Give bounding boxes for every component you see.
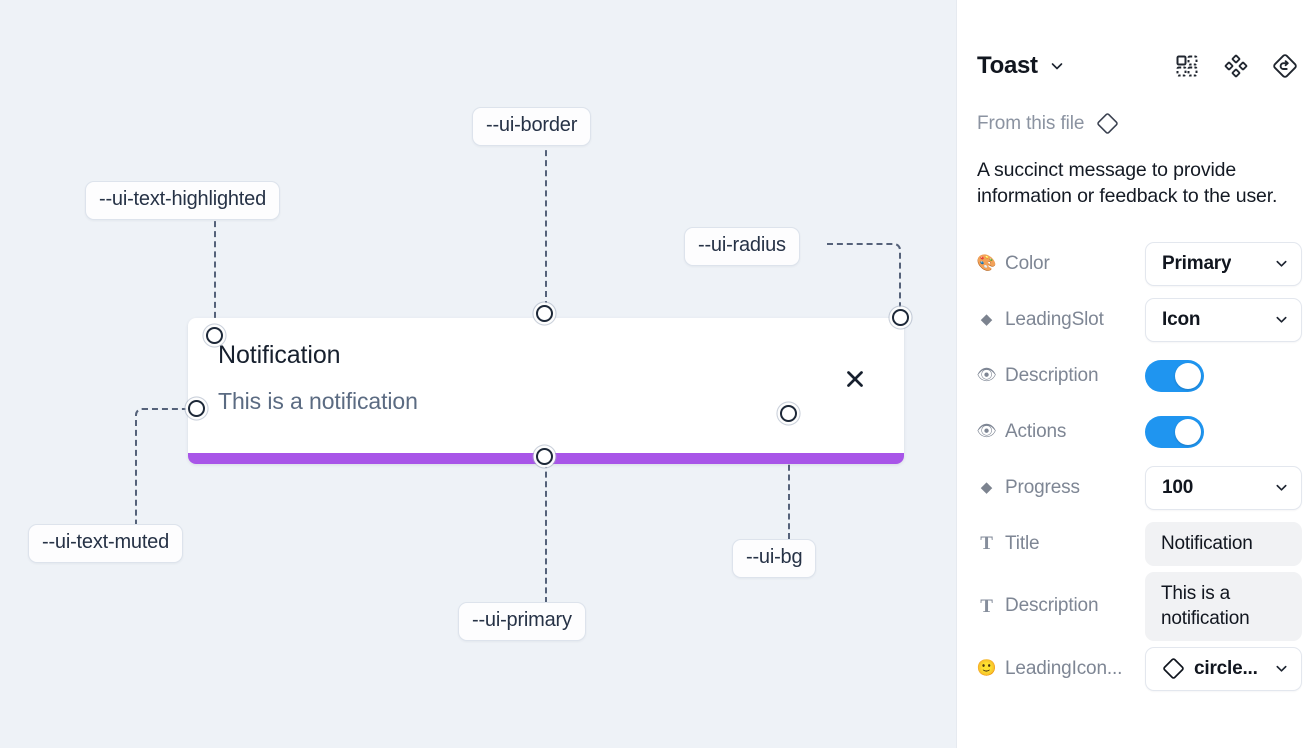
annotation-ui-primary[interactable]: --ui-primary [458,602,586,641]
connector-ui-text-highlighted [214,211,216,328]
property-label-text: Progress [1005,476,1080,498]
description-input[interactable]: This is a notification [1145,571,1302,641]
property-row-description-text: T Description This is a notification [977,571,1302,641]
text-icon: T [980,595,993,617]
color-select-value: Primary [1162,252,1232,274]
toast-title: Notification [218,341,341,369]
connector-ui-border [545,140,547,307]
property-row-progress: ◆ Progress 100 [977,460,1302,516]
annotation-ui-bg[interactable]: --ui-bg [732,539,817,578]
chevron-down-icon [1268,480,1289,495]
chevron-down-icon [1268,256,1289,271]
actions-toggle[interactable] [1145,415,1204,448]
eye-icon: 👁 [977,422,997,440]
handle-bottom-center[interactable] [536,448,553,465]
property-label-text: LeadingIcon... [1005,657,1123,679]
property-control-leading-slot: Icon [1145,297,1302,342]
text-icon: T [980,533,993,555]
component-description: A succinct message to provide informatio… [977,159,1278,208]
palette-icon: 🎨 [977,254,997,272]
eye-icon: 👁 [977,366,997,384]
property-label-text: LeadingSlot [1005,308,1104,330]
toggle-knob [1175,418,1201,445]
chevron-down-icon [1268,661,1289,676]
property-label-title: T Title [977,533,1145,555]
property-control-progress: 100 [1145,465,1302,510]
leading-icon-select[interactable]: circle... [1145,646,1302,691]
progress-select-value: 100 [1162,476,1194,498]
property-label-text: Title [1005,532,1040,554]
property-control-description-text: This is a notification [1145,571,1302,641]
component-grid-icon[interactable] [1174,53,1200,79]
annotation-ui-border[interactable]: --ui-border [472,107,592,146]
panel-title: Toast [977,52,1038,79]
annotation-ui-text-muted[interactable]: --ui-text-muted [28,524,184,563]
handle-right-middle[interactable] [780,405,797,422]
chevron-down-icon[interactable] [1049,58,1065,74]
annotation-ui-text-highlighted[interactable]: --ui-text-highlighted [85,181,280,220]
connector-ui-radius [827,243,901,311]
property-control-description-toggle [1145,359,1302,392]
connector-ui-primary [545,462,547,603]
canvas-area[interactable]: Notification This is a notification --ui… [0,0,956,748]
progress-select[interactable]: 100 [1145,465,1302,510]
property-label-actions-toggle: 👁 Actions [977,421,1145,443]
panel-header: Toast [977,0,1302,80]
from-this-file-label: From this file [977,112,1085,134]
property-row-title: T Title Notification [977,516,1302,572]
property-label-color: 🎨 Color [977,253,1145,275]
connector-ui-text-muted [135,408,196,525]
property-label-text: Actions [1005,420,1067,442]
description-toggle[interactable] [1145,359,1204,392]
property-label-leading-icon: 🙂 LeadingIcon... [977,658,1145,680]
color-select[interactable]: Primary [1145,241,1302,286]
property-row-actions-toggle: 👁 Actions [977,404,1302,460]
diamond-icon [1096,112,1119,135]
from-this-file-row: From this file [977,112,1302,135]
connector-ui-bg [788,416,790,539]
toast-component[interactable]: Notification This is a notification [188,318,904,464]
property-row-description-toggle: 👁 Description [977,348,1302,404]
annotation-ui-radius[interactable]: --ui-radius [684,227,800,266]
reset-diamond-icon[interactable] [1272,53,1298,79]
property-label-description-toggle: 👁 Description [977,365,1145,387]
property-row-leading-icon: 🙂 LeadingIcon... circle... [977,641,1302,697]
handle-top-center[interactable] [536,305,553,322]
property-label-text: Description [1005,595,1099,617]
handle-top-left[interactable] [206,327,223,344]
leading-slot-select[interactable]: Icon [1145,297,1302,342]
header-icon-group [1174,53,1302,79]
title-input[interactable]: Notification [1145,521,1302,566]
property-row-color: 🎨 Color Primary [977,236,1302,292]
smiley-icon: 🙂 [977,659,997,677]
close-icon[interactable] [842,366,868,392]
leading-slot-select-value: Icon [1162,308,1201,330]
leading-icon-select-value: circle... [1194,657,1258,679]
toast-body: Notification This is a notification [188,318,904,464]
diamond-icon: ◆ [980,479,993,497]
handle-top-right[interactable] [892,309,909,326]
diamond-icon: ◆ [980,311,993,329]
four-diamonds-icon[interactable] [1223,53,1249,79]
property-label-leading-slot: ◆ LeadingSlot [977,309,1145,331]
property-list: 🎨 Color Primary [977,236,1302,697]
toggle-knob [1175,362,1201,389]
property-control-actions-toggle [1145,415,1302,448]
chevron-down-icon [1268,312,1289,327]
handle-left-middle[interactable] [188,400,205,417]
property-label-text: Description [1005,364,1099,386]
diamond-icon [1162,657,1185,680]
property-row-leading-slot: ◆ LeadingSlot Icon [977,292,1302,348]
toast-description: This is a notification [218,387,418,414]
property-control-title: Notification [1145,521,1302,566]
properties-panel: Toast [956,0,1312,748]
property-control-leading-icon: circle... [1145,646,1302,691]
property-control-color: Primary [1145,241,1302,286]
property-label-text: Color [1005,252,1050,274]
property-label-description-text: T Description [977,595,1145,617]
property-label-progress: ◆ Progress [977,477,1145,499]
